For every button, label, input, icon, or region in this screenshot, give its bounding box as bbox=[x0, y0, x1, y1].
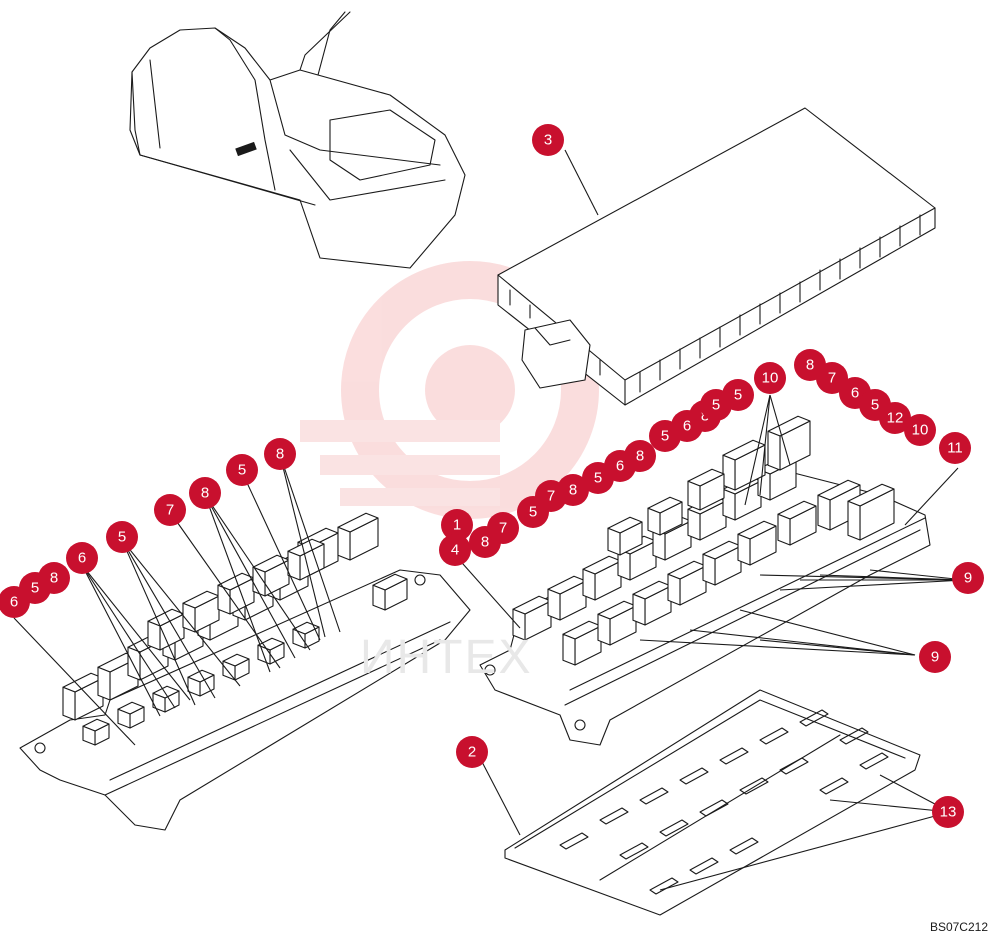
svg-text:8: 8 bbox=[50, 570, 58, 587]
svg-text:8: 8 bbox=[569, 482, 577, 499]
svg-text:4: 4 bbox=[451, 542, 459, 559]
callout-badge: 6 bbox=[66, 542, 98, 574]
svg-text:10: 10 bbox=[762, 370, 779, 387]
svg-text:1: 1 bbox=[453, 517, 461, 534]
svg-text:7: 7 bbox=[166, 502, 174, 519]
callout-badge: 8 bbox=[189, 477, 221, 509]
svg-text:6: 6 bbox=[683, 418, 691, 435]
svg-text:8: 8 bbox=[276, 446, 284, 463]
callout-badge: 8 bbox=[264, 438, 296, 470]
svg-text:7: 7 bbox=[547, 488, 555, 505]
callout-badge: 8 bbox=[557, 474, 589, 506]
callout-badge: 1 bbox=[441, 509, 473, 541]
callout-badge: 11 bbox=[939, 432, 971, 464]
svg-text:8: 8 bbox=[806, 357, 814, 374]
fuse-box-cover bbox=[497, 107, 936, 406]
svg-text:5: 5 bbox=[712, 397, 720, 414]
svg-text:5: 5 bbox=[529, 504, 537, 521]
callout-badge: 8 bbox=[624, 440, 656, 472]
svg-text:2: 2 bbox=[468, 744, 476, 761]
callout-badge: 10 bbox=[904, 414, 936, 446]
callout-badge: 13 bbox=[932, 796, 964, 828]
svg-text:11: 11 bbox=[947, 440, 963, 457]
drawing-code: BS07C212 bbox=[929, 920, 988, 934]
svg-text:7: 7 bbox=[828, 370, 836, 387]
svg-text:5: 5 bbox=[594, 470, 602, 487]
callout-badge: 10 bbox=[754, 362, 786, 394]
svg-text:6: 6 bbox=[78, 550, 86, 567]
svg-text:6: 6 bbox=[851, 385, 859, 402]
svg-text:7: 7 bbox=[499, 520, 507, 537]
callout-badge: 7 bbox=[154, 494, 186, 526]
callout-badge: 3 bbox=[532, 124, 564, 156]
svg-text:10: 10 bbox=[912, 422, 929, 439]
callout-badge: 9 bbox=[919, 641, 951, 673]
callout-badge: 7 bbox=[487, 512, 519, 544]
svg-text:9: 9 bbox=[931, 649, 939, 666]
svg-text:12: 12 bbox=[887, 410, 904, 427]
fuse-box-right bbox=[479, 415, 931, 746]
machine-location-view bbox=[129, 11, 466, 269]
svg-text:5: 5 bbox=[118, 529, 126, 546]
callout-badge: 8 bbox=[38, 562, 70, 594]
svg-text:8: 8 bbox=[201, 485, 209, 502]
svg-text:13: 13 bbox=[940, 804, 957, 821]
callout-badge: 4 bbox=[439, 534, 471, 566]
callout-badge: 7 bbox=[816, 362, 848, 394]
svg-text:6: 6 bbox=[616, 458, 624, 475]
callout-badge: 9 bbox=[952, 562, 984, 594]
watermark-text: ИНТЕХ bbox=[360, 631, 533, 684]
leader-lines bbox=[13, 149, 966, 891]
callout-badge: 5 bbox=[722, 379, 754, 411]
svg-text:3: 3 bbox=[544, 132, 552, 149]
svg-text:5: 5 bbox=[238, 462, 246, 479]
fuse-box-base bbox=[504, 689, 921, 916]
svg-text:5: 5 bbox=[734, 387, 742, 404]
svg-text:8: 8 bbox=[636, 448, 644, 465]
callout-badge: 2 bbox=[456, 736, 488, 768]
callout-badge: 5 bbox=[226, 454, 258, 486]
callout-badges: 3213111010128765991487578568568556586578… bbox=[0, 124, 984, 828]
svg-text:5: 5 bbox=[31, 580, 39, 597]
watermark-gear-icon bbox=[300, 261, 599, 519]
callout-badge: 5 bbox=[106, 521, 138, 553]
svg-text:9: 9 bbox=[964, 570, 972, 587]
svg-text:5: 5 bbox=[661, 428, 669, 445]
callout-badge: 5 bbox=[859, 389, 891, 421]
svg-text:8: 8 bbox=[481, 534, 489, 551]
svg-text:5: 5 bbox=[871, 397, 879, 414]
svg-text:6: 6 bbox=[10, 594, 18, 611]
